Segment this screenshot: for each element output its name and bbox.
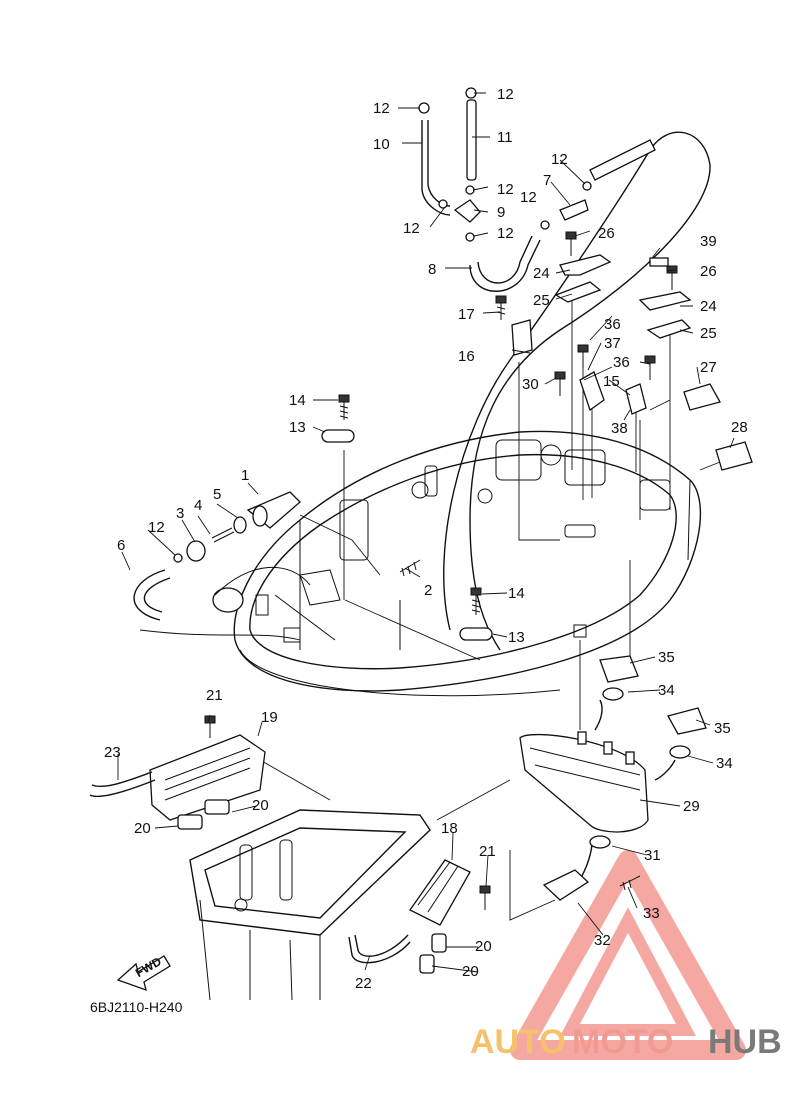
callout-34: 34 [658,682,675,699]
callout-22: 22 [355,975,372,992]
callout-13: 13 [289,419,306,436]
callout-20: 20 [462,963,479,980]
watermark-triangle [510,850,746,1060]
callout-31: 31 [644,847,661,864]
watermark-hub: HUB [708,1023,782,1061]
callout-25: 25 [700,325,717,342]
tank-29 [519,731,649,833]
callout-37: 37 [604,335,621,352]
callout-4: 4 [194,497,202,514]
callout-12: 12 [497,86,514,103]
callout-20: 20 [134,820,151,837]
callout-21: 21 [479,843,496,860]
callout-24: 24 [700,298,717,315]
callout-12: 12 [551,151,568,168]
hose-22 [354,934,409,957]
callout-11: 11 [497,129,513,146]
callout-leaders [117,92,735,973]
watermark-logo: AUTO MOTO HUB [470,1023,782,1061]
callout-labels: 12 12 10 11 12 7 12 12 9 12 12 8 26 24 2… [104,86,748,992]
cable-loop [443,131,711,651]
callout-5: 5 [213,486,221,503]
callout-34: 34 [716,755,733,772]
fwd-arrow-icon: FWD [116,954,171,992]
callout-12: 12 [497,225,514,242]
callout-20: 20 [475,938,492,955]
callout-26: 26 [700,263,717,280]
callout-1: 1 [241,467,249,484]
callout-38: 38 [611,420,628,437]
joints [542,655,707,901]
callout-3: 3 [176,505,184,522]
drain-fitting [133,491,301,621]
callout-12: 12 [520,189,537,206]
callout-36: 36 [613,354,630,371]
callout-12: 12 [497,181,514,198]
callout-9: 9 [497,204,505,221]
brackets [511,254,753,471]
callout-20: 20 [252,797,269,814]
callout-6: 6 [117,537,125,554]
fuel-hoses [421,99,656,292]
callout-12: 12 [148,519,165,536]
callout-8: 8 [428,261,436,278]
callout-2: 2 [424,582,432,599]
callout-27: 27 [700,359,717,376]
bracket-18 [409,859,471,926]
callout-35: 35 [714,720,731,737]
callout-15: 15 [603,373,620,390]
hose-clips [173,87,592,563]
drawing-code: 6BJ2110-H240 [90,999,183,1015]
callout-23: 23 [104,744,121,761]
callout-12: 12 [373,100,390,117]
intake-silencer [89,734,447,974]
callout-14: 14 [289,392,306,409]
callout-29: 29 [683,798,700,815]
callout-18: 18 [441,820,458,837]
callout-19: 19 [261,709,278,726]
callout-39: 39 [700,233,717,250]
callout-16: 16 [458,348,475,365]
callout-26: 26 [598,225,615,242]
callout-7: 7 [543,172,551,189]
callout-35: 35 [658,649,675,666]
callout-24: 24 [533,265,550,282]
watermark-auto: AUTO [470,1023,566,1061]
bolts [204,231,678,910]
callout-10: 10 [373,136,390,153]
callout-33: 33 [643,905,660,922]
callout-21: 21 [206,687,223,704]
callout-17: 17 [458,306,475,323]
callout-13: 13 [508,629,525,646]
callout-12: 12 [403,220,420,237]
callout-28: 28 [731,419,748,436]
callout-30: 30 [522,376,539,393]
callout-32: 32 [594,932,611,949]
watermark-moto: MOTO [572,1023,673,1061]
grommets [321,429,493,641]
callout-25: 25 [533,292,550,309]
callout-14: 14 [508,585,525,602]
upper-casing [189,809,431,1001]
assembly-lines [139,290,721,921]
callout-36: 36 [604,316,621,333]
bottom-cowling [212,430,702,697]
